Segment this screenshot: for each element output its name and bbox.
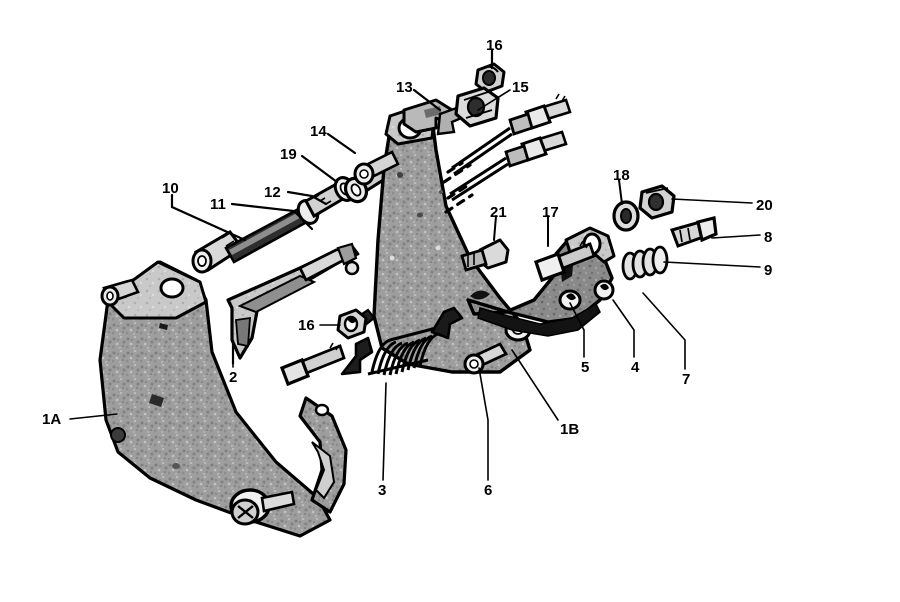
callout-18: 18 [613,167,630,184]
callout-6: 6 [484,482,493,499]
strut-upper-arm [298,242,360,282]
wheel-stud-upper [508,93,572,136]
callout-4: 4 [631,359,640,376]
callout-1a: 1A [42,411,62,428]
shoulder-bolt-17 [533,240,596,283]
callout-9: 9 [764,262,773,279]
leader-lines [69,48,761,481]
brake-shoe-left [98,260,332,538]
callout-16-mid: 16 [298,317,315,334]
hex-bolt-mid-left [279,342,346,387]
callout-5: 5 [581,359,590,376]
hex-nut-second [454,86,500,128]
hex-nut-top [474,62,506,94]
return-spring [340,306,464,376]
shoe-pivot-pin-upper [100,278,140,307]
callout-14: 14 [310,123,327,140]
brake-lining-segment [298,396,348,514]
callout-15: 15 [512,79,529,96]
callout-7: 7 [682,371,691,388]
plate-pivot-pin [353,150,400,186]
wheel-studs [438,93,572,214]
spring-washer-stack-9 [621,245,669,281]
callout-17: 17 [542,204,559,221]
callout-12: 12 [264,184,281,201]
callout-16-top: 16 [486,37,503,54]
callout-8: 8 [764,229,773,246]
wheel-stud-lower [504,130,568,168]
shoe-retaining-bolt-lower [229,488,296,526]
callout-1b: 1B [560,421,580,438]
callout-11: 11 [210,196,226,213]
hex-bolt-8 [670,216,718,248]
anchor-bolt-21 [460,238,510,272]
callout-21: 21 [490,204,507,221]
hex-nut-mid [336,308,368,340]
callout-2: 2 [229,369,238,386]
callout-10: 10 [162,180,179,197]
callout-13: 13 [396,79,413,96]
callout-3: 3 [378,482,387,499]
washer-18 [612,200,640,232]
callout-20: 20 [756,197,773,214]
callout-19: 19 [280,146,297,163]
hex-nut-20 [638,184,676,220]
